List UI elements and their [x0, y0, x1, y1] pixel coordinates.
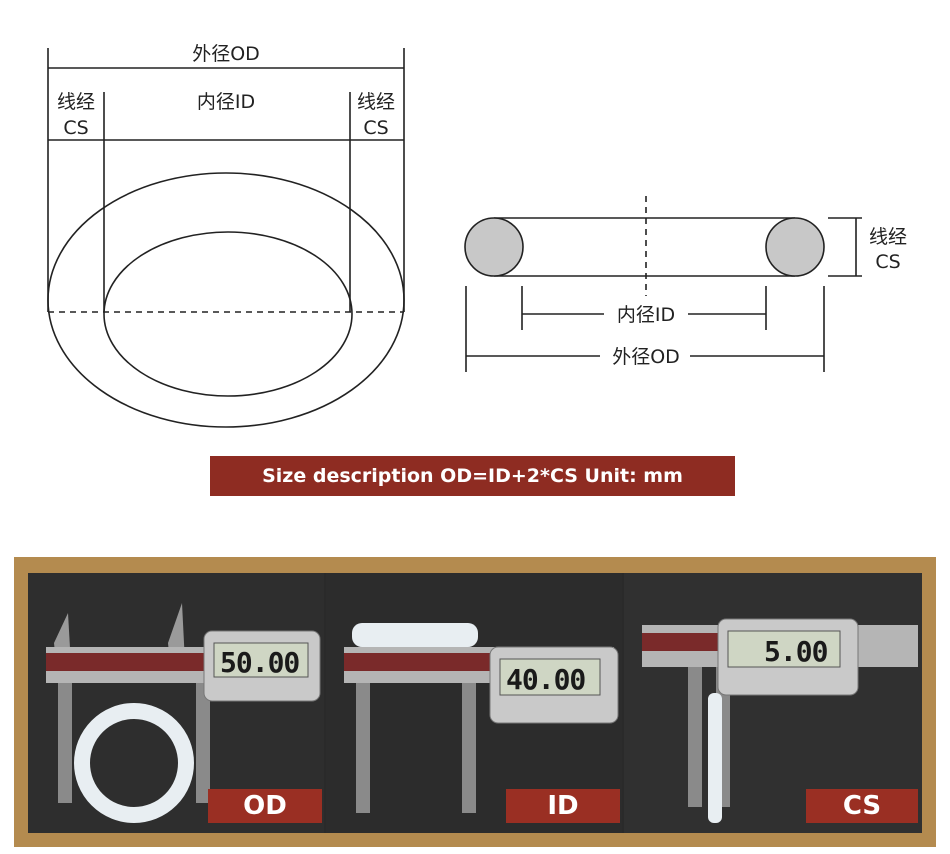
- cs-label-side-1: 线经: [869, 226, 907, 248]
- o-ring-dimension-diagram: 外径OD 内径ID 线经 CS 线经 CS 内径ID 外径OD 线经 CS: [47, 43, 907, 428]
- od-label-right: 外径OD: [612, 346, 680, 368]
- caliper-reading-cs: 5.00: [764, 635, 828, 668]
- cs-label-left-2: CS: [63, 117, 88, 139]
- photo-cs-measurement: 5.00 CS: [624, 573, 922, 833]
- cs-label-right-1: 线经: [357, 91, 395, 113]
- cs-label-side-2: CS: [875, 251, 900, 273]
- size-description-banner: Size description OD=ID+2*CS Unit: mm: [210, 456, 735, 496]
- cs-label-right-2: CS: [363, 117, 388, 139]
- od-label-left: 外径OD: [192, 43, 260, 65]
- photo-od-measurement: 50.00 OD: [28, 573, 324, 833]
- photo-id-measurement: 40.00 ID: [326, 573, 622, 833]
- cs-label-left-1: 线经: [57, 91, 95, 113]
- caliper-photo-strip: 50.00 OD 40.00 ID 5.00 CS: [28, 573, 922, 833]
- tag-id: ID: [506, 789, 620, 823]
- caliper-reading-id: 40.00: [506, 663, 586, 696]
- id-label-right: 内径ID: [617, 304, 675, 326]
- ring-top-view: [47, 48, 405, 428]
- caliper-reading-od: 50.00: [220, 646, 300, 679]
- ring-cross-section: [464, 196, 862, 372]
- id-label-left: 内径ID: [197, 91, 255, 113]
- tag-od: OD: [208, 789, 322, 823]
- tag-cs: CS: [806, 789, 918, 823]
